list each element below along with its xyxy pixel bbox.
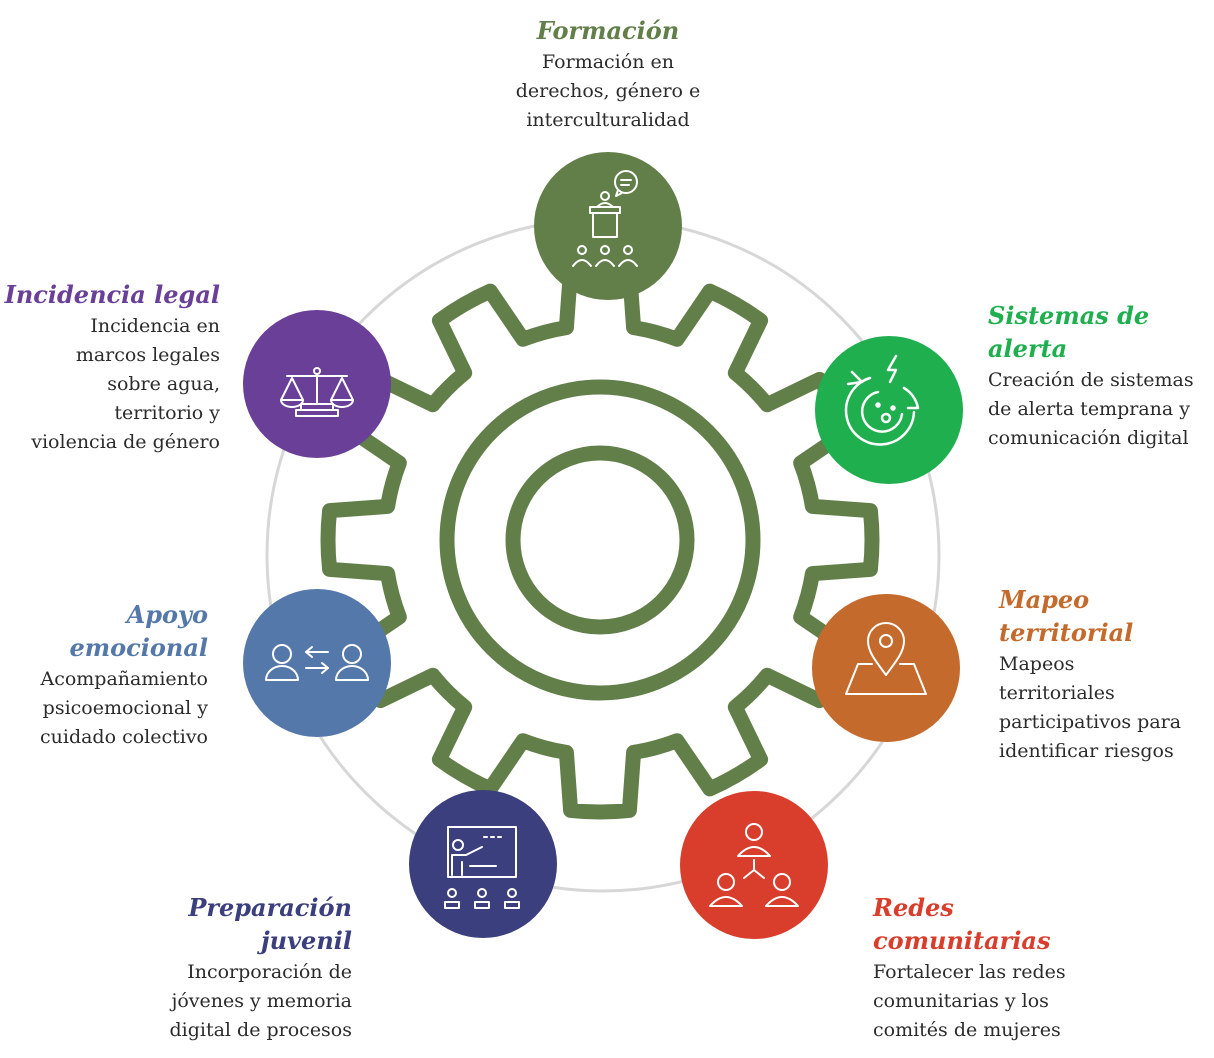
redes-title: Redes comunitarias — [873, 893, 1051, 955]
label-formacion: Formación Formación en derechos, género … — [470, 14, 746, 135]
label-incidencia: Incidencia legal Incidencia en marcos le… — [4, 278, 220, 457]
node-apoyo — [243, 589, 391, 737]
label-sistemas: Sistemas de alerta Creación de sistemas … — [988, 299, 1212, 453]
scales-justice-icon — [281, 368, 353, 416]
apoyo-desc: Acompañamiento psicoemocional y cuidado … — [39, 668, 208, 748]
preparacion-desc: Incorporación de jóvenes y memoria digit… — [169, 961, 352, 1041]
formacion-desc: Formación en derechos, género e intercul… — [515, 51, 701, 131]
gear-inner-ring — [505, 445, 695, 635]
node-formacion — [534, 152, 682, 300]
label-mapeo: Mapeo territorial Mapeos territoriales p… — [999, 583, 1211, 766]
preparacion-title: Preparación juvenil — [188, 893, 352, 955]
apoyo-title: Apoyo emocional — [69, 600, 208, 662]
map-pin-icon — [846, 623, 926, 694]
sistemas-desc: Creación de sistemas de alerta temprana … — [988, 369, 1194, 449]
label-preparacion: Preparación juvenil Incorporación de jóv… — [130, 891, 352, 1045]
label-redes: Redes comunitarias Fortalecer las redes … — [873, 891, 1113, 1045]
incidencia-title: Incidencia legal — [4, 280, 220, 309]
node-incidencia — [243, 310, 391, 458]
node-sistemas — [815, 336, 963, 484]
network-people-icon — [710, 824, 798, 906]
mapeo-desc: Mapeos territoriales participativos para… — [999, 653, 1182, 762]
alert-radar-icon — [846, 356, 918, 444]
node-preparacion — [409, 790, 557, 938]
gear-middle-ring — [439, 379, 761, 701]
mapeo-title: Mapeo territorial — [999, 585, 1134, 647]
node-redes — [680, 791, 828, 939]
training-presenter-icon — [573, 171, 637, 266]
people-exchange-icon — [266, 645, 368, 680]
node-mapeo — [812, 594, 960, 742]
sistemas-title: Sistemas de alerta — [988, 301, 1150, 363]
incidencia-desc: Incidencia en marcos legales sobre agua,… — [31, 315, 220, 453]
label-apoyo: Apoyo emocional Acompañamiento psicoemoc… — [4, 598, 208, 752]
outer-ring — [265, 217, 941, 893]
redes-desc: Fortalecer las redes comunitarias y los … — [873, 961, 1066, 1041]
classroom-board-icon — [445, 827, 519, 908]
gear-outline — [320, 260, 880, 820]
formacion-title: Formación — [536, 16, 680, 45]
